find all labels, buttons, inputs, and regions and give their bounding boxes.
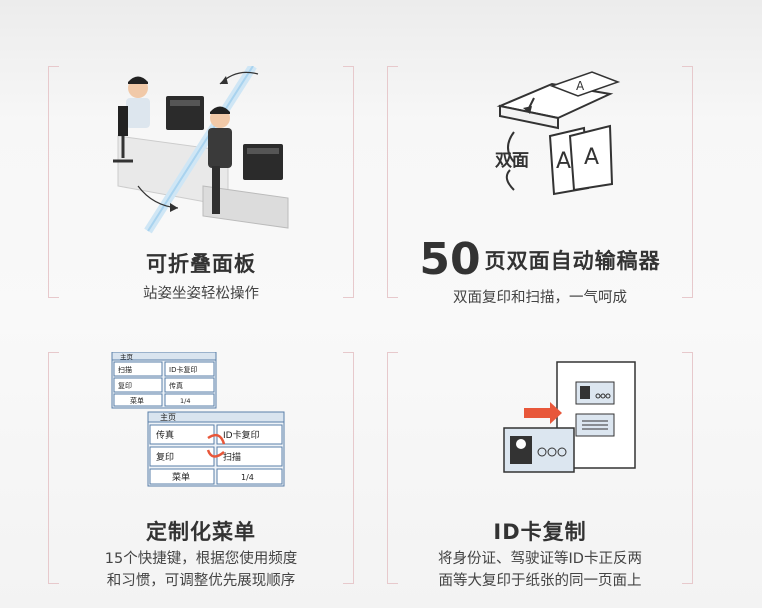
menu-large-menu: 菜单	[172, 471, 190, 483]
menu-large-header: 主页	[160, 412, 176, 422]
adf-illustration: A 双面 A A	[495, 71, 621, 196]
menu-small-item: 复印	[118, 381, 132, 390]
menu-small-item: ID卡复印	[169, 365, 197, 374]
feature-foldable-panel: 可折叠面板 站姿坐姿轻松操作	[48, 66, 354, 302]
feature-custom-menu: 主页 扫描 ID卡复印 复印 传真 菜单 1/4 主页 传真 ID卡复印 复印 …	[48, 352, 354, 589]
svg-text:A: A	[584, 145, 599, 170]
menu-large-item: 传真	[156, 429, 174, 441]
foldable-panel-illustration	[113, 66, 289, 234]
feature-title: 可折叠面板	[146, 252, 256, 276]
subtitle-line: 将身份证、驾驶证等ID卡正反两	[438, 551, 642, 567]
menu-large-item: 扫描	[223, 451, 241, 463]
feature-subtitle: 站姿坐姿轻松操作	[143, 286, 259, 302]
adf-page-count: 50	[419, 234, 481, 285]
feature-subtitle: 双面复印和扫描，一气呵成	[453, 290, 627, 306]
id-card-illustration	[503, 361, 636, 473]
svg-text:A: A	[576, 79, 585, 93]
bracket-right	[682, 66, 693, 298]
feature-subtitle: 15个快捷键，根据您使用频度 和习惯，可调整优先展现顺序	[48, 548, 354, 592]
menu-screens-illustration: 主页 扫描 ID卡复印 复印 传真 菜单 1/4 主页 传真 ID卡复印 复印 …	[111, 352, 285, 487]
feature-title: 定制化菜单	[146, 520, 256, 544]
bracket-right	[682, 352, 693, 584]
subtitle-line: 15个快捷键，根据您使用频度	[104, 551, 298, 567]
feature-subtitle: 将身份证、驾驶证等ID卡正反两 面等大复印于纸张的同一页面上	[387, 548, 693, 592]
bracket-left	[387, 352, 398, 584]
bracket-right	[343, 66, 354, 298]
menu-small-header: 主页	[120, 352, 134, 361]
menu-large-item: ID卡复印	[223, 429, 260, 441]
bracket-left	[48, 66, 59, 298]
bracket-left	[48, 352, 59, 584]
bracket-right	[343, 352, 354, 584]
feature-title-text: 页双面自动输稿器	[484, 249, 661, 273]
menu-large-page: 1/4	[241, 473, 254, 482]
feature-title: ID卡复制	[493, 520, 587, 544]
menu-small-item: 传真	[169, 381, 183, 390]
menu-large-item: 复印	[156, 451, 174, 463]
duplex-icon-label: 双面	[495, 151, 529, 171]
menu-small-item: 扫描	[118, 365, 132, 374]
subtitle-line: 和习惯，可调整优先展现顺序	[106, 573, 296, 589]
svg-text:A: A	[556, 149, 571, 174]
subtitle-line: 面等大复印于纸张的同一页面上	[438, 573, 642, 589]
bracket-left	[387, 66, 398, 298]
menu-small-page: 1/4	[180, 397, 190, 405]
feature-id-card-copy: ID卡复制 将身份证、驾驶证等ID卡正反两 面等大复印于纸张的同一页面上	[387, 352, 693, 589]
menu-small-menu: 菜单	[130, 396, 144, 405]
